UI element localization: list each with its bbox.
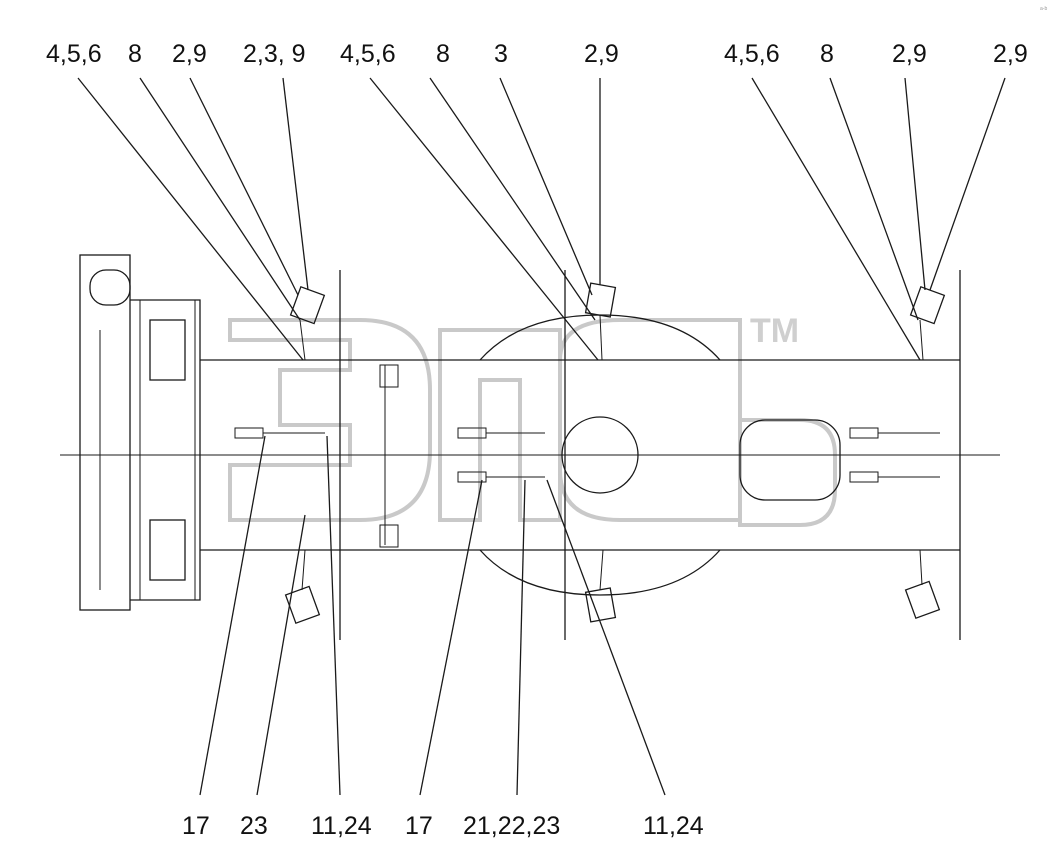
callout-label: 8 bbox=[128, 40, 142, 68]
brake-actuator-bottom-center bbox=[584, 549, 617, 623]
callout-label: 23 bbox=[240, 812, 268, 840]
callout-label: 2,9 bbox=[993, 40, 1028, 68]
sensor-fittings bbox=[234, 427, 940, 483]
gear-housing bbox=[79, 254, 201, 611]
callout-label: 8 bbox=[436, 40, 450, 68]
callout-label: 4,5,6 bbox=[46, 40, 102, 68]
brake-actuator-bottom-left bbox=[284, 549, 321, 625]
leader-lines-top bbox=[77, 77, 1006, 361]
callout-label: 8 bbox=[820, 40, 834, 68]
brake-actuator-top-center bbox=[584, 282, 617, 361]
callout-label: 11,24 bbox=[643, 812, 704, 840]
callout-label: 2,9 bbox=[892, 40, 927, 68]
callout-label: 2,3, 9 bbox=[243, 40, 306, 68]
brake-actuator-top-right bbox=[909, 285, 946, 361]
corner-mark: a-b bbox=[1040, 6, 1048, 12]
callout-label: 4,5,6 bbox=[724, 40, 780, 68]
callout-label: 11,24 bbox=[311, 812, 372, 840]
callout-label: 4,5,6 bbox=[340, 40, 396, 68]
callout-label: 3 bbox=[494, 40, 508, 68]
callout-label: 2,9 bbox=[172, 40, 207, 68]
axle-tube bbox=[200, 270, 961, 640]
watermark-logo bbox=[228, 318, 837, 527]
brake-actuator-bottom-right bbox=[904, 549, 941, 620]
callout-label: 17 bbox=[405, 812, 433, 840]
callout-label: 21,22,23 bbox=[463, 812, 561, 840]
brake-actuator-top-left bbox=[289, 285, 326, 361]
callout-label: 17 bbox=[182, 812, 210, 840]
callout-label: 2,9 bbox=[584, 40, 619, 68]
watermark-trademark: TM bbox=[750, 312, 800, 350]
leader-lines-bottom bbox=[199, 435, 666, 796]
